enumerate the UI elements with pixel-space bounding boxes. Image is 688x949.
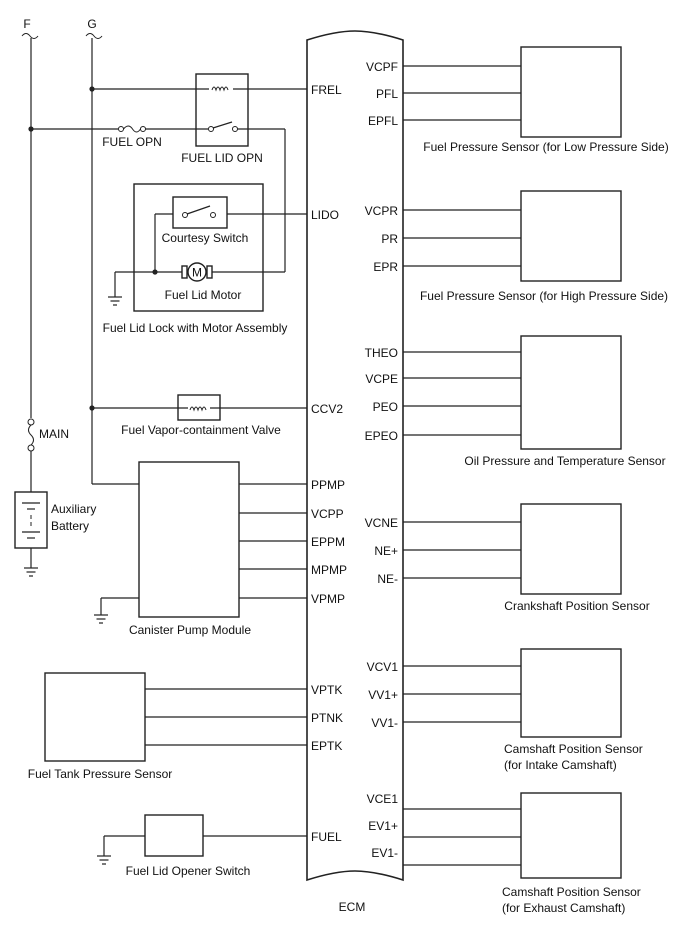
cam-intake-label-line2: (for Intake Camshaft) — [504, 758, 617, 772]
ecm-pin-ptnk: PTNK — [311, 711, 343, 725]
opener-switch-box — [144, 814, 204, 857]
ecm-pin-ev1-minus: EV1- — [371, 846, 398, 860]
cam-exhaust-label-line2: (for Exhaust Camshaft) — [502, 901, 625, 915]
relay-coil-icon — [211, 86, 229, 92]
tank-sensor-label: Fuel Tank Pressure Sensor — [28, 767, 173, 781]
auxiliary-battery-box — [14, 491, 48, 549]
low-pressure-sensor-label: Fuel Pressure Sensor (for Low Pressure S… — [423, 140, 668, 154]
cam-intake-label-line1: Camshaft Position Sensor — [504, 742, 643, 756]
relay-switch-blade — [212, 121, 233, 129]
rail-f-label: F — [23, 17, 30, 31]
ecm-pin-vpmp: VPMP — [311, 592, 345, 606]
crank-sensor-box — [520, 503, 622, 595]
tank-sensor-box — [44, 672, 146, 762]
oil-sensor-label: Oil Pressure and Temperature Sensor — [464, 454, 665, 468]
relay-switch-terminal — [208, 126, 214, 132]
fuel-lid-motor-icon — [187, 262, 207, 282]
courtesy-switch-terminal — [210, 212, 216, 218]
ecm-pin-ne-minus: NE- — [377, 572, 398, 586]
ecm-pin-vptk: VPTK — [311, 683, 342, 697]
ecm-pin-vcpr: VCPR — [365, 204, 399, 218]
ecm-pin-peo: PEO — [373, 400, 398, 414]
ecm-outline — [306, 30, 404, 882]
low-pressure-sensor-box — [520, 46, 622, 138]
cam-intake-sensor-box — [520, 648, 622, 738]
battery-label-line1: Auxiliary — [51, 502, 96, 516]
oil-sensor-box — [520, 335, 622, 450]
ecm-pin-pfl: PFL — [376, 87, 398, 101]
crank-sensor-label: Crankshaft Position Sensor — [504, 599, 649, 613]
rail-g-label: G — [87, 17, 96, 31]
ecm-pin-vcpe: VCPE — [365, 372, 398, 386]
ecm-pin-epeo: EPEO — [365, 429, 398, 443]
ecm-pin-lido: LIDO — [311, 208, 339, 222]
vapor-valve-coil-icon — [189, 406, 207, 412]
ground-icon — [94, 614, 108, 624]
ecm-pin-epfl: EPFL — [368, 114, 398, 128]
high-pressure-sensor-label: Fuel Pressure Sensor (for High Pressure … — [420, 289, 668, 303]
canister-pump-label: Canister Pump Module — [129, 623, 251, 637]
ecm-pin-vcne: VCNE — [365, 516, 398, 530]
main-fuse-top-terminal — [27, 418, 35, 426]
ecm-pin-eptk: EPTK — [311, 739, 342, 753]
main-fuse-bottom-terminal — [27, 444, 35, 452]
ecm-pin-ev1-plus: EV1+ — [368, 819, 398, 833]
ecm-pin-ccv2: CCV2 — [311, 402, 343, 416]
ecm-pin-eppm: EPPM — [311, 535, 345, 549]
ecm-pin-vcpp: VCPP — [311, 507, 344, 521]
ground-icon — [97, 855, 111, 865]
ecm-pin-vv1-minus: VV1- — [371, 716, 398, 730]
courtesy-switch-label: Courtesy Switch — [162, 231, 249, 245]
ecm-pin-epr: EPR — [373, 260, 398, 274]
courtesy-switch-terminal — [182, 212, 188, 218]
ecm-pin-mpmp: MPMP — [311, 563, 347, 577]
rail-f-break — [21, 33, 39, 39]
cam-exhaust-sensor-box — [520, 792, 622, 879]
motor-brush — [181, 265, 188, 279]
opener-switch-label: Fuel Lid Opener Switch — [126, 864, 251, 878]
ground-icon — [24, 567, 38, 577]
motor-m-symbol: M — [192, 266, 202, 280]
ecm-pin-vcv1: VCV1 — [367, 660, 399, 674]
junction-dot — [89, 86, 95, 92]
ecm-pin-vv1-plus: VV1+ — [368, 688, 398, 702]
ecm-label: ECM — [339, 900, 366, 914]
canister-pump-box — [138, 461, 240, 618]
fuel-lid-assembly-label: Fuel Lid Lock with Motor Assembly — [103, 321, 288, 335]
cam-exhaust-label-line1: Camshaft Position Sensor — [502, 885, 641, 899]
ground-icon — [108, 296, 122, 306]
main-fuse-label: MAIN — [39, 427, 69, 441]
ecm-pin-ne-plus: NE+ — [374, 544, 398, 558]
fuel-opn-fuse-element — [123, 125, 141, 133]
ecm-pin-vcpf: VCPF — [366, 60, 398, 74]
rail-g-break — [85, 33, 103, 39]
fuel-lid-opn-relay-label: FUEL LID OPN — [181, 151, 263, 165]
main-fuse-element — [28, 424, 34, 446]
motor-brush — [206, 265, 213, 279]
vapor-valve-label: Fuel Vapor-containment Valve — [121, 423, 281, 437]
ecm-pin-theo: THEO — [365, 346, 398, 360]
junction-dot — [28, 126, 34, 132]
junction-dot — [89, 405, 95, 411]
ecm-pin-frel: FREL — [311, 83, 342, 97]
fuel-lid-motor-label: Fuel Lid Motor — [165, 288, 242, 302]
high-pressure-sensor-box — [520, 190, 622, 282]
fuel-opn-fuse-label: FUEL OPN — [102, 135, 162, 149]
ecm-pin-pr: PR — [381, 232, 398, 246]
battery-label-line2: Battery — [51, 519, 89, 533]
fuel-opn-fuse-terminal — [140, 126, 146, 132]
ecm-pin-vce1: VCE1 — [367, 792, 399, 806]
courtesy-switch-box — [172, 196, 228, 229]
ecm-pin-ppmp: PPMP — [311, 478, 345, 492]
ecm-pin-fuel: FUEL — [311, 830, 342, 844]
courtesy-switch-blade — [186, 205, 211, 215]
fuel-opn-fuse-terminal — [118, 126, 124, 132]
